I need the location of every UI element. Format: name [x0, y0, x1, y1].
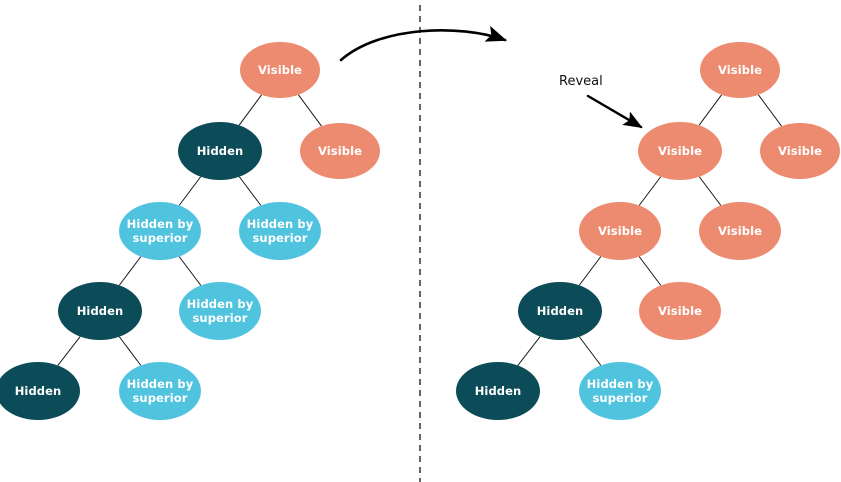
tree-node-visible[interactable]: Visible: [638, 122, 722, 180]
tree-node-label: Visible: [657, 144, 703, 158]
tree-node-label: Hidden by superior: [126, 217, 194, 245]
tree-node-label: Visible: [597, 224, 643, 238]
tree-node-label: Visible: [657, 304, 703, 318]
tree-node-visible[interactable]: Visible: [639, 282, 721, 340]
tree-node-label: Visible: [317, 144, 363, 158]
tree-edge: [238, 176, 262, 206]
tree-edge: [57, 336, 81, 366]
tree-node-hidden[interactable]: Hidden: [178, 122, 262, 180]
tree-edge: [638, 176, 662, 206]
tree-node-label: Hidden by superior: [126, 377, 194, 405]
tree-edge: [578, 336, 602, 366]
tree-node-visible[interactable]: Visible: [300, 123, 380, 179]
tree-node-hidden[interactable]: Hidden: [456, 362, 540, 420]
tree-edge: [118, 336, 142, 366]
tree-node-hidden[interactable]: Hidden: [58, 282, 142, 340]
tree-edge: [298, 94, 322, 127]
tree-node-label: Visible: [717, 224, 763, 238]
tree-edge: [578, 256, 602, 286]
tree-node-hidden[interactable]: Hidden: [0, 362, 80, 420]
tree-node-label: Hidden by superior: [586, 377, 654, 405]
tree-node-label: Visible: [717, 63, 763, 77]
tree-node-hidden-by-superior[interactable]: Hidden by superior: [239, 202, 321, 260]
tree-node-visible[interactable]: Visible: [579, 202, 661, 260]
tree-edge: [178, 176, 202, 206]
tree-node-label: Visible: [257, 63, 303, 77]
tree-node-label: Hidden: [76, 304, 124, 318]
tree-node-label: Hidden: [196, 144, 244, 158]
tree-edge: [178, 256, 202, 286]
tree-edge: [517, 336, 541, 366]
tree-node-label: Hidden: [536, 304, 584, 318]
tree-node-visible[interactable]: Visible: [240, 42, 320, 98]
tree-edge: [698, 94, 722, 126]
tree-edge: [118, 256, 142, 286]
tree-node-label: Hidden: [14, 384, 62, 398]
tree-edge: [758, 94, 782, 127]
tree-node-hidden-by-superior[interactable]: Hidden by superior: [579, 362, 661, 420]
tree-node-label: Hidden by superior: [186, 297, 254, 325]
tree-node-visible[interactable]: Visible: [700, 42, 780, 98]
tree-node-hidden-by-superior[interactable]: Hidden by superior: [119, 362, 201, 420]
tree-node-visible[interactable]: Visible: [699, 202, 781, 260]
tree-node-label: Hidden by superior: [246, 217, 314, 245]
tree-edge: [638, 256, 662, 286]
tree-node-visible[interactable]: Visible: [760, 123, 840, 179]
reveal-annotation-label: Reveal: [559, 74, 603, 89]
tree-node-hidden-by-superior[interactable]: Hidden by superior: [119, 202, 201, 260]
tree-edge: [238, 94, 262, 126]
tree-node-hidden[interactable]: Hidden: [518, 282, 602, 340]
tree-node-hidden-by-superior[interactable]: Hidden by superior: [179, 282, 261, 340]
tree-edge: [698, 176, 722, 206]
tree-node-label: Visible: [777, 144, 823, 158]
tree-node-label: Hidden: [474, 384, 522, 398]
